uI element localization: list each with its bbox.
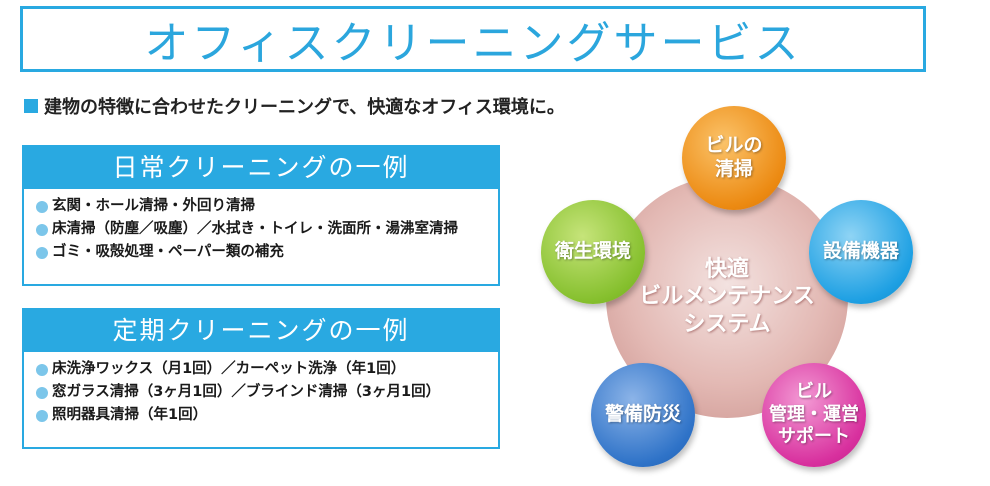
list-item-text: 床清掃（防塵／吸塵）／水拭き・トイレ・洗面所・湯沸室清掃 [52, 221, 458, 237]
bullet-dot-icon [36, 246, 48, 259]
list-item-text: 窓ガラス清掃（3ヶ月1回）／ブラインド清掃（3ヶ月1回） [52, 384, 441, 400]
list-item: ゴミ・吸殻処理・ペーパー類の補充 [36, 241, 498, 264]
periodic-cleaning-header: 定期クリーニングの一例 [24, 310, 498, 352]
daily-cleaning-list: 玄関・ホール清掃・外回り清掃 床清掃（防塵／吸塵）／水拭き・トイレ・洗面所・湯沸… [24, 189, 498, 270]
list-item: 窓ガラス清掃（3ヶ月1回）／ブラインド清掃（3ヶ月1回） [36, 381, 498, 404]
list-item-text: 照明器具清掃（年1回） [52, 407, 208, 423]
list-item-text: 床洗浄ワックス（月1回）／カーペット洗浄（年1回） [52, 361, 406, 377]
security-bubble: 警備防災 [591, 363, 695, 467]
daily-cleaning-header: 日常クリーニングの一例 [24, 147, 498, 189]
equipment-bubble: 設備機器 [809, 200, 913, 304]
hygiene-bubble: 衛生環境 [541, 200, 645, 304]
bubble-label: 設備機器 [822, 240, 899, 263]
square-bullet-icon [24, 99, 38, 113]
bullet-dot-icon [36, 200, 48, 213]
bubble-label: 衛生環境 [554, 240, 631, 263]
periodic-cleaning-list: 床洗浄ワックス（月1回）／カーペット洗浄（年1回） 窓ガラス清掃（3ヶ月1回）／… [24, 352, 498, 433]
building-cleaning-bubble: ビルの 清掃 [682, 106, 786, 210]
list-item-text: 玄関・ホール清掃・外回り清掃 [52, 198, 255, 214]
list-item: 床洗浄ワックス（月1回）／カーペット洗浄（年1回） [36, 358, 498, 381]
page-title: オフィスクリーニングサービス [144, 18, 802, 69]
subtitle-text: 建物の特徴に合わせたクリーニングで、快適なオフィス環境に。 [44, 97, 565, 118]
list-item-text: ゴミ・吸殻処理・ペーパー類の補充 [52, 244, 284, 260]
management-support-bubble: ビル 管理・運営 サポート [762, 363, 866, 467]
center-label: 快適 ビルメンテナンス システム [639, 256, 815, 337]
subtitle: 建物の特徴に合わせたクリーニングで、快適なオフィス環境に。 [24, 93, 565, 119]
bullet-dot-icon [36, 409, 48, 422]
list-item: 玄関・ホール清掃・外回り清掃 [36, 195, 498, 218]
bubble-label: ビル 管理・運営 サポート [769, 381, 859, 448]
periodic-cleaning-panel: 定期クリーニングの一例 床洗浄ワックス（月1回）／カーペット洗浄（年1回） 窓ガ… [22, 308, 500, 449]
list-item: 床清掃（防塵／吸塵）／水拭き・トイレ・洗面所・湯沸室清掃 [36, 218, 498, 241]
list-item: 照明器具清掃（年1回） [36, 404, 498, 427]
bubble-label: ビルの 清掃 [705, 134, 763, 180]
bullet-dot-icon [36, 386, 48, 399]
page-title-box: オフィスクリーニングサービス [20, 6, 926, 72]
daily-cleaning-panel: 日常クリーニングの一例 玄関・ホール清掃・外回り清掃 床清掃（防塵／吸塵）／水拭… [22, 145, 500, 286]
bubble-label: 警備防災 [604, 403, 681, 426]
bullet-dot-icon [36, 223, 48, 236]
bullet-dot-icon [36, 363, 48, 376]
